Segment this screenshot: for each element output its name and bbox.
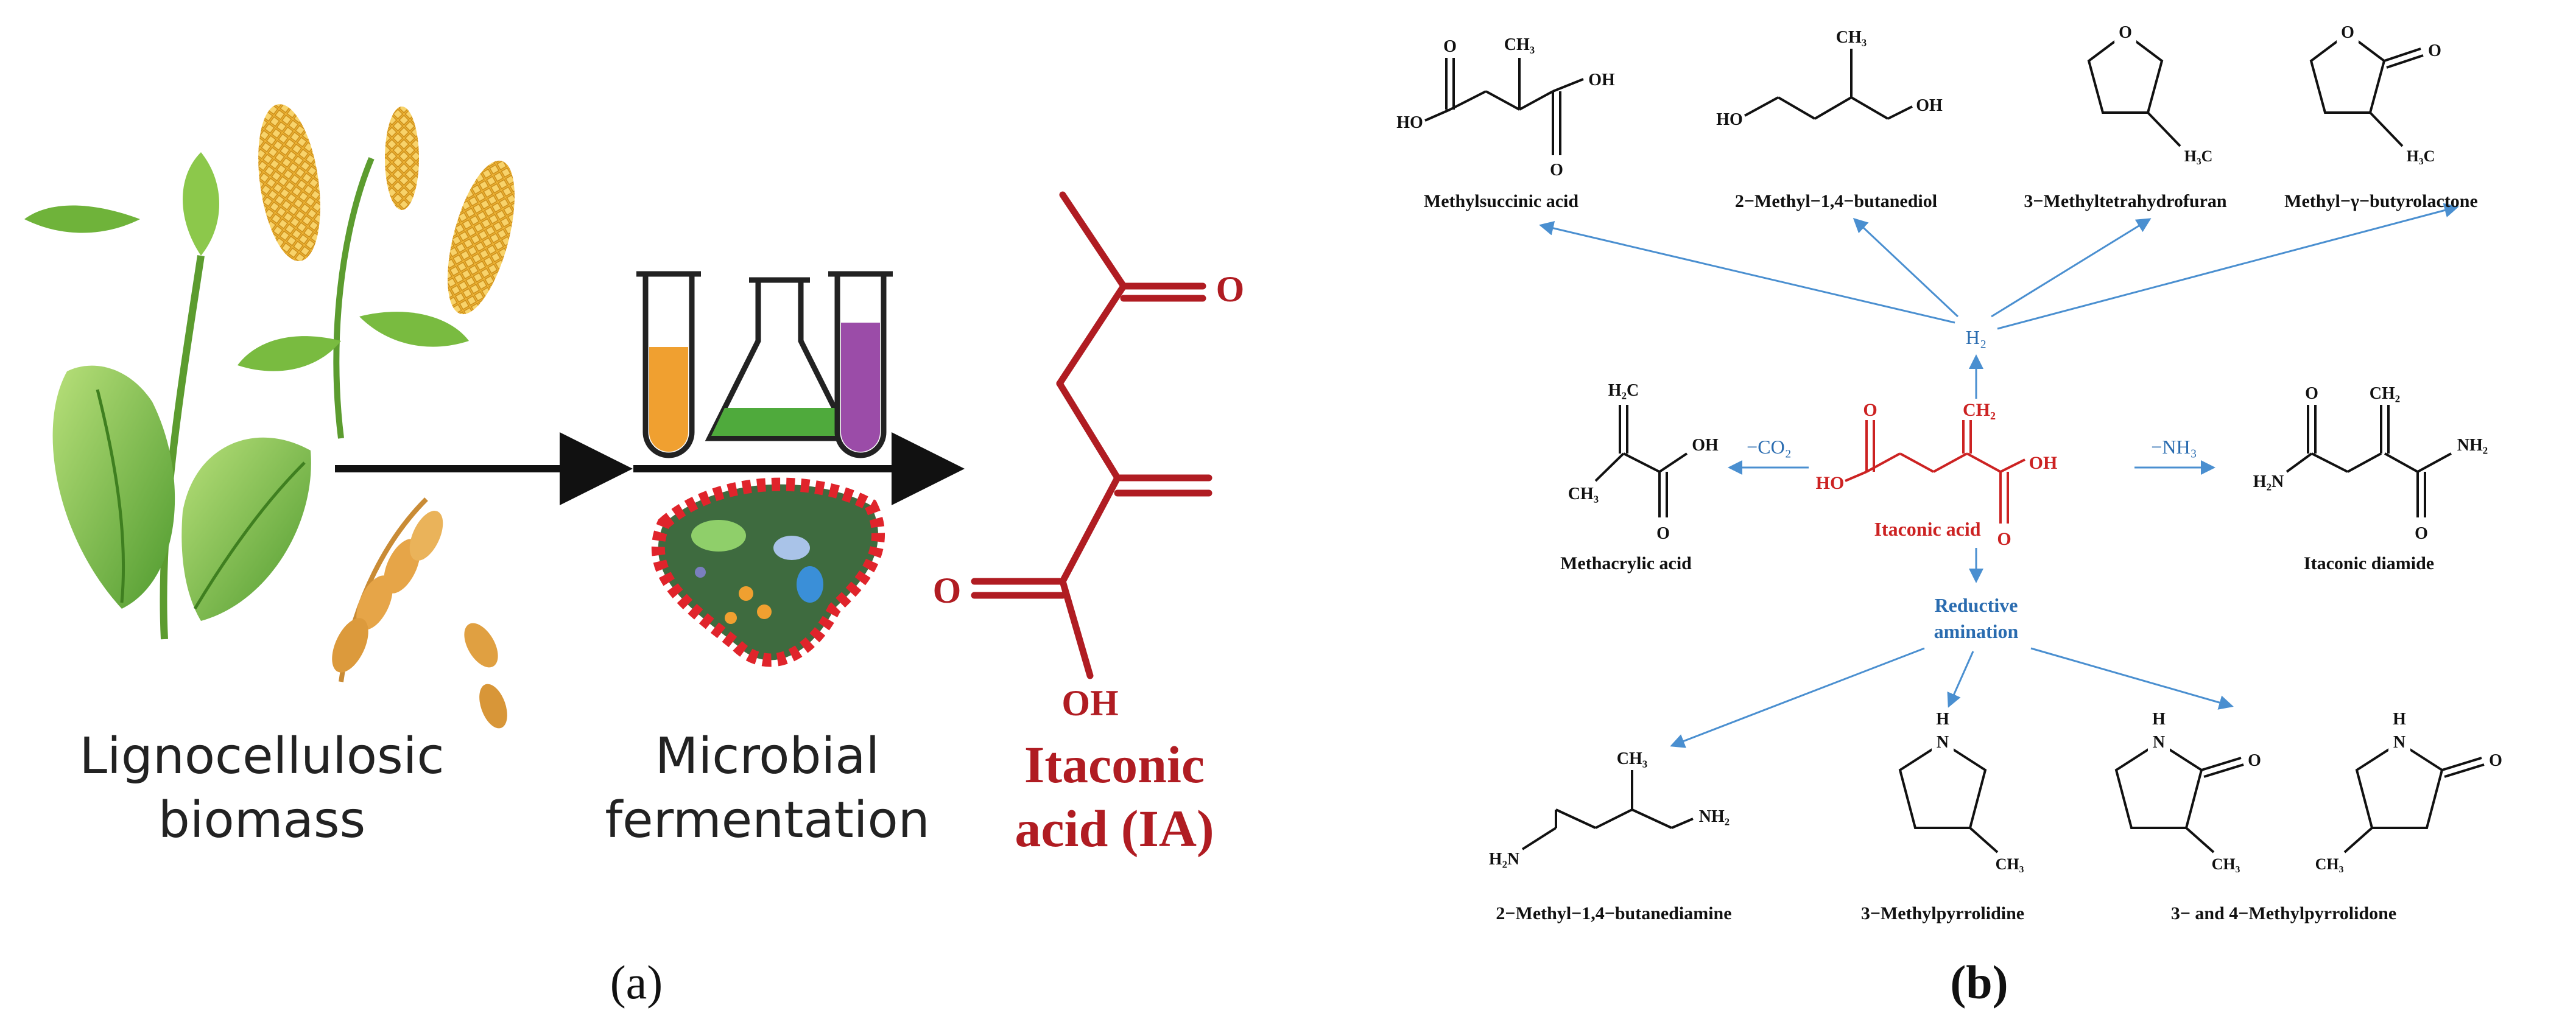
itaconic-diamide: O CH₂ H₂N NH₂ O Itaconic diamide — [2253, 384, 2488, 573]
fermentation-illustration — [636, 271, 893, 667]
methylsuccinic-acid: O CH₃ HO OH O Methylsuccinic acid — [1396, 35, 1615, 211]
ma-oh: OH — [1692, 436, 1719, 455]
reagent-co2: −CO₂ — [1747, 436, 1792, 458]
center-itaconic-acid: O CH₂ HO OH O Itaconic acid — [1816, 400, 2058, 549]
dia-ch2: CH₂ — [2370, 384, 2400, 403]
ms-oh: OH — [1588, 71, 1615, 89]
dia-nh2: NH₂ — [2457, 436, 2488, 455]
panel-b: O CH₂ HO OH O Itaconic acid H₂ −CO₂ −NH₃… — [1396, 18, 2502, 1009]
dam-h2n: H₂N — [1489, 850, 1519, 869]
ms-ho: HO — [1396, 113, 1423, 132]
atom-o-left: O — [933, 570, 962, 611]
ms-name: Methylsuccinic acid — [1424, 191, 1578, 211]
dam-name: 2−Methyl−1,4−butanediamine — [1496, 903, 1731, 923]
butanediamine: CH₃ H₂N NH₂ 2−Methyl−1,4−butanediamine — [1489, 749, 1732, 923]
bd-ch3: CH₃ — [1836, 28, 1867, 47]
ma-h2c: H₂C — [1608, 381, 1639, 400]
pyo2-ch3: CH₃ — [2315, 855, 2344, 873]
pyo1-ch3: CH₃ — [2212, 855, 2240, 873]
reagent-reductive-line1: Reductive — [1935, 594, 2018, 616]
pyl-name: 3−Methylpyrrolidine — [1861, 903, 2024, 923]
ms-ch3: CH₃ — [1504, 35, 1535, 54]
pyo2-n: N — [2393, 733, 2405, 752]
pyo1-n: N — [2153, 733, 2165, 752]
pyl-ch3: CH₃ — [1996, 855, 2024, 873]
dam-nh2: NH₂ — [1699, 807, 1730, 826]
ms-o2: O — [1550, 161, 1563, 180]
dia-h2n: H₂N — [2253, 472, 2284, 491]
center-name: Itaconic acid — [1874, 518, 1980, 540]
pyo1-h: H — [2152, 710, 2166, 729]
mthf-h3c: H₃C — [2184, 147, 2213, 165]
reagent-h2: H₂ — [1966, 326, 1987, 348]
dam-ch3: CH₃ — [1617, 749, 1647, 768]
mgbl-h3c: H₃C — [2407, 147, 2435, 165]
ms-o1: O — [1443, 37, 1457, 56]
mthf-name: 3−Methyltetrahydrofuran — [2024, 191, 2226, 211]
pyo2-h: H — [2393, 710, 2406, 729]
reagent-reductive-line2: amination — [1934, 620, 2019, 642]
biomass-label-line1: Lignocellulosic — [79, 727, 444, 785]
ma-ch3: CH₃ — [1568, 485, 1599, 503]
center-oh: OH — [2029, 453, 2058, 473]
biomass-illustration — [24, 104, 515, 729]
bd-oh: OH — [1916, 96, 1943, 115]
bd-ho: HO — [1716, 110, 1743, 129]
methacrylic-acid: H₂C CH₃ OH O Methacrylic acid — [1560, 381, 1719, 573]
product-label-line2: acid (IA) — [1015, 799, 1214, 858]
dia-name: Itaconic diamide — [2304, 553, 2434, 573]
mthf-o: O — [2119, 23, 2132, 42]
itaconic-acid-structure — [971, 191, 1212, 679]
pyo2-o: O — [2489, 751, 2502, 770]
caption-a: (a) — [610, 956, 663, 1009]
panel-a: O O OH Lignocellulosic biomass Microbial… — [24, 104, 1245, 1009]
pyo1-o: O — [2248, 751, 2261, 770]
pyl-h: H — [1936, 710, 1949, 729]
reaction-arrows — [1539, 203, 2459, 748]
caption-b: (b) — [1950, 956, 2008, 1009]
atom-o-top: O — [1216, 269, 1245, 309]
methylpyrrolidine: H N CH₃ 3−Methylpyrrolidine — [1861, 710, 2024, 923]
center-ch2: CH₂ — [1963, 400, 1996, 420]
mgbl-name: Methyl−γ−butyrolactone — [2284, 191, 2478, 211]
center-o2: O — [1997, 529, 2011, 549]
atom-oh: OH — [1061, 683, 1118, 723]
mgbl-o-ring: O — [2341, 23, 2354, 42]
dia-o2: O — [2415, 524, 2428, 543]
mgbl-o-exo: O — [2428, 41, 2441, 60]
reagent-nh3: −NH₃ — [2151, 436, 2197, 458]
bd-name: 2−Methyl−1,4−butanediol — [1735, 191, 1937, 211]
methyltetrahydrofuran: O H₃C 3−Methyltetrahydrofuran — [2024, 18, 2227, 211]
dia-o1: O — [2305, 384, 2318, 403]
center-ho: HO — [1816, 473, 1845, 493]
center-o1: O — [1863, 400, 1877, 420]
fermentation-label-line2: fermentation — [605, 791, 929, 849]
methylpyrrolidones: H N O CH₃ H N O CH₃ 3− and 4−Methylpyrro… — [2114, 710, 2502, 923]
pyl-n: N — [1937, 733, 1949, 752]
fermentation-label-line1: Microbial — [655, 727, 880, 785]
pyo-name: 3− and 4−Methylpyrrolidone — [2171, 903, 2396, 923]
butanediol: CH₃ HO OH 2−Methyl−1,4−butanediol — [1716, 28, 1943, 211]
product-label-line1: Itaconic — [1024, 735, 1205, 794]
ma-name: Methacrylic acid — [1560, 553, 1692, 573]
biomass-label-line2: biomass — [158, 791, 366, 849]
ma-o: O — [1656, 524, 1670, 543]
methyl-butyrolactone: O O H₃C Methyl−γ−butyrolactone — [2284, 18, 2478, 211]
